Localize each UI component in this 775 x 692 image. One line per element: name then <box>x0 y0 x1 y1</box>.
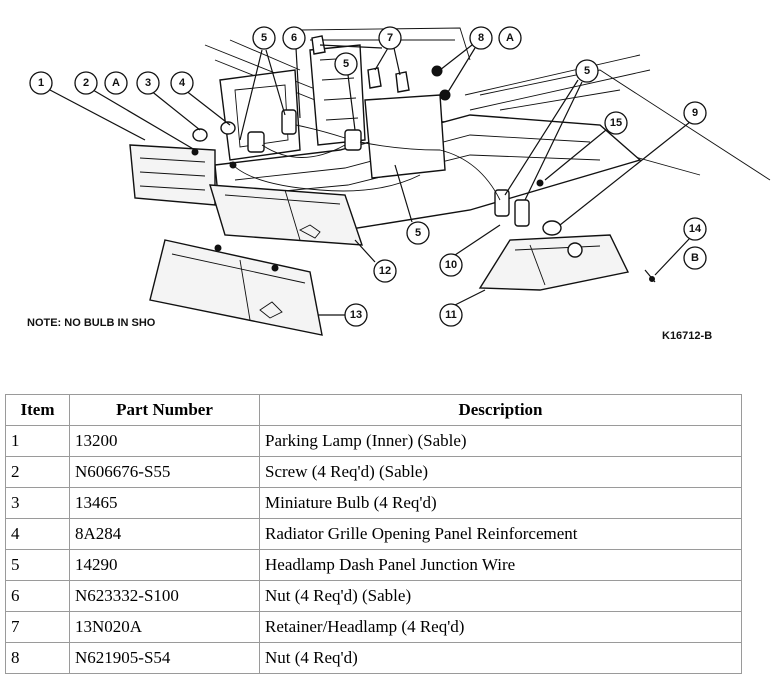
svg-text:2: 2 <box>83 77 89 89</box>
callout-12: 12 <box>373 259 397 283</box>
callout-5-top-left: 5 <box>252 26 276 50</box>
cell-item: 8 <box>5 642 70 674</box>
parts-table: Item Part Number Description 1 13200 Par… <box>5 394 742 674</box>
svg-text:5: 5 <box>261 32 267 44</box>
cell-description: Miniature Bulb (4 Req'd) <box>259 487 742 519</box>
cell-description: Retainer/Headlamp (4 Req'd) <box>259 611 742 643</box>
cell-description: Parking Lamp (Inner) (Sable) <box>259 425 742 457</box>
cell-part-number: 14290 <box>69 549 260 581</box>
table-row: 3 13465 Miniature Bulb (4 Req'd) <box>5 487 742 519</box>
svg-text:A: A <box>506 32 514 44</box>
callout-13: 13 <box>344 303 368 327</box>
cell-item: 3 <box>5 487 70 519</box>
table-row: 6 N623332-S100 Nut (4 Req'd) (Sable) <box>5 580 742 612</box>
callout-7: 7 <box>378 26 402 50</box>
table-row: 4 8A284 Radiator Grille Opening Panel Re… <box>5 518 742 550</box>
inner-parking-lamp <box>129 144 216 206</box>
cell-item: 4 <box>5 518 70 550</box>
svg-text:6: 6 <box>291 32 297 44</box>
svg-text:8: 8 <box>478 32 484 44</box>
svg-text:10: 10 <box>445 259 457 271</box>
svg-text:12: 12 <box>379 265 391 277</box>
cell-part-number: 8A284 <box>69 518 260 550</box>
svg-text:11: 11 <box>445 309 457 321</box>
callout-5-bottom: 5 <box>406 221 430 245</box>
cell-part-number: N606676-S55 <box>69 456 260 488</box>
svg-text:9: 9 <box>692 107 698 119</box>
side-marker-lamp <box>478 234 630 291</box>
callout-9: 9 <box>683 101 707 125</box>
cell-description: Radiator Grille Opening Panel Reinforcem… <box>259 518 742 550</box>
svg-text:14: 14 <box>689 223 702 235</box>
header-part-number: Part Number <box>69 394 260 426</box>
table-row: 5 14290 Headlamp Dash Panel Junction Wir… <box>5 549 742 581</box>
cell-part-number: 13200 <box>69 425 260 457</box>
header-description: Description <box>259 394 742 426</box>
svg-text:13: 13 <box>350 309 362 321</box>
svg-text:5: 5 <box>343 58 349 70</box>
lower-lamp-assembly <box>149 239 323 336</box>
table-row: 2 N606676-S55 Screw (4 Req'd) (Sable) <box>5 456 742 488</box>
callout-11: 11 <box>439 303 463 327</box>
cell-item: 2 <box>5 456 70 488</box>
leader-lines <box>49 44 691 316</box>
table-row: 8 N621905-S54 Nut (4 Req'd) <box>5 642 742 674</box>
table-row: 1 13200 Parking Lamp (Inner) (Sable) <box>5 425 742 457</box>
svg-text:3: 3 <box>145 77 151 89</box>
cell-item: 7 <box>5 611 70 643</box>
fasteners <box>191 35 656 283</box>
diagram-note: NOTE: NO BULB IN SHO <box>27 317 156 329</box>
cell-part-number: N621905-S54 <box>69 642 260 674</box>
callout-bubbles: 1 2 A 3 4 5 6 7 8 A 5 5 15 9 5 10 11 12 … <box>29 26 707 327</box>
cell-item: 6 <box>5 580 70 612</box>
bulbs-and-sockets <box>192 109 562 236</box>
callout-5-right: 5 <box>575 59 599 83</box>
callout-10: 10 <box>439 253 463 277</box>
svg-text:1: 1 <box>38 77 44 89</box>
cell-part-number: 13N020A <box>69 611 260 643</box>
svg-text:A: A <box>112 77 120 89</box>
svg-text:15: 15 <box>610 117 622 129</box>
callout-14: 14 <box>683 217 707 241</box>
callout-a-left: A <box>104 71 128 95</box>
exploded-parts-diagram: 1 2 A 3 4 5 6 7 8 A 5 5 15 9 5 10 11 12 … <box>27 26 771 342</box>
cell-description: Nut (4 Req'd) <box>259 642 742 674</box>
figure-code: K16712-B <box>662 330 712 342</box>
cell-item: 5 <box>5 549 70 581</box>
svg-text:B: B <box>691 252 699 264</box>
cell-description: Headlamp Dash Panel Junction Wire <box>259 549 742 581</box>
callout-a-right: A <box>498 26 522 50</box>
callout-2: 2 <box>74 71 98 95</box>
callout-6: 6 <box>282 26 306 50</box>
svg-text:7: 7 <box>387 32 393 44</box>
table-header-row: Item Part Number Description <box>5 394 742 426</box>
callout-1: 1 <box>29 71 53 95</box>
headlamp-assembly <box>209 184 364 246</box>
table-row: 7 13N020A Retainer/Headlamp (4 Req'd) <box>5 611 742 643</box>
cell-item: 1 <box>5 425 70 457</box>
svg-text:4: 4 <box>179 77 186 89</box>
cell-description: Screw (4 Req'd) (Sable) <box>259 456 742 488</box>
cell-description: Nut (4 Req'd) (Sable) <box>259 580 742 612</box>
cell-part-number: N623332-S100 <box>69 580 260 612</box>
svg-text:5: 5 <box>415 227 421 239</box>
callout-15: 15 <box>604 111 628 135</box>
header-item: Item <box>5 394 70 426</box>
callout-8: 8 <box>469 26 493 50</box>
callout-b: B <box>683 246 707 270</box>
callout-5-center: 5 <box>334 52 358 76</box>
callout-3: 3 <box>136 71 160 95</box>
cell-part-number: 13465 <box>69 487 260 519</box>
svg-text:5: 5 <box>584 65 590 77</box>
callout-4: 4 <box>170 71 194 95</box>
